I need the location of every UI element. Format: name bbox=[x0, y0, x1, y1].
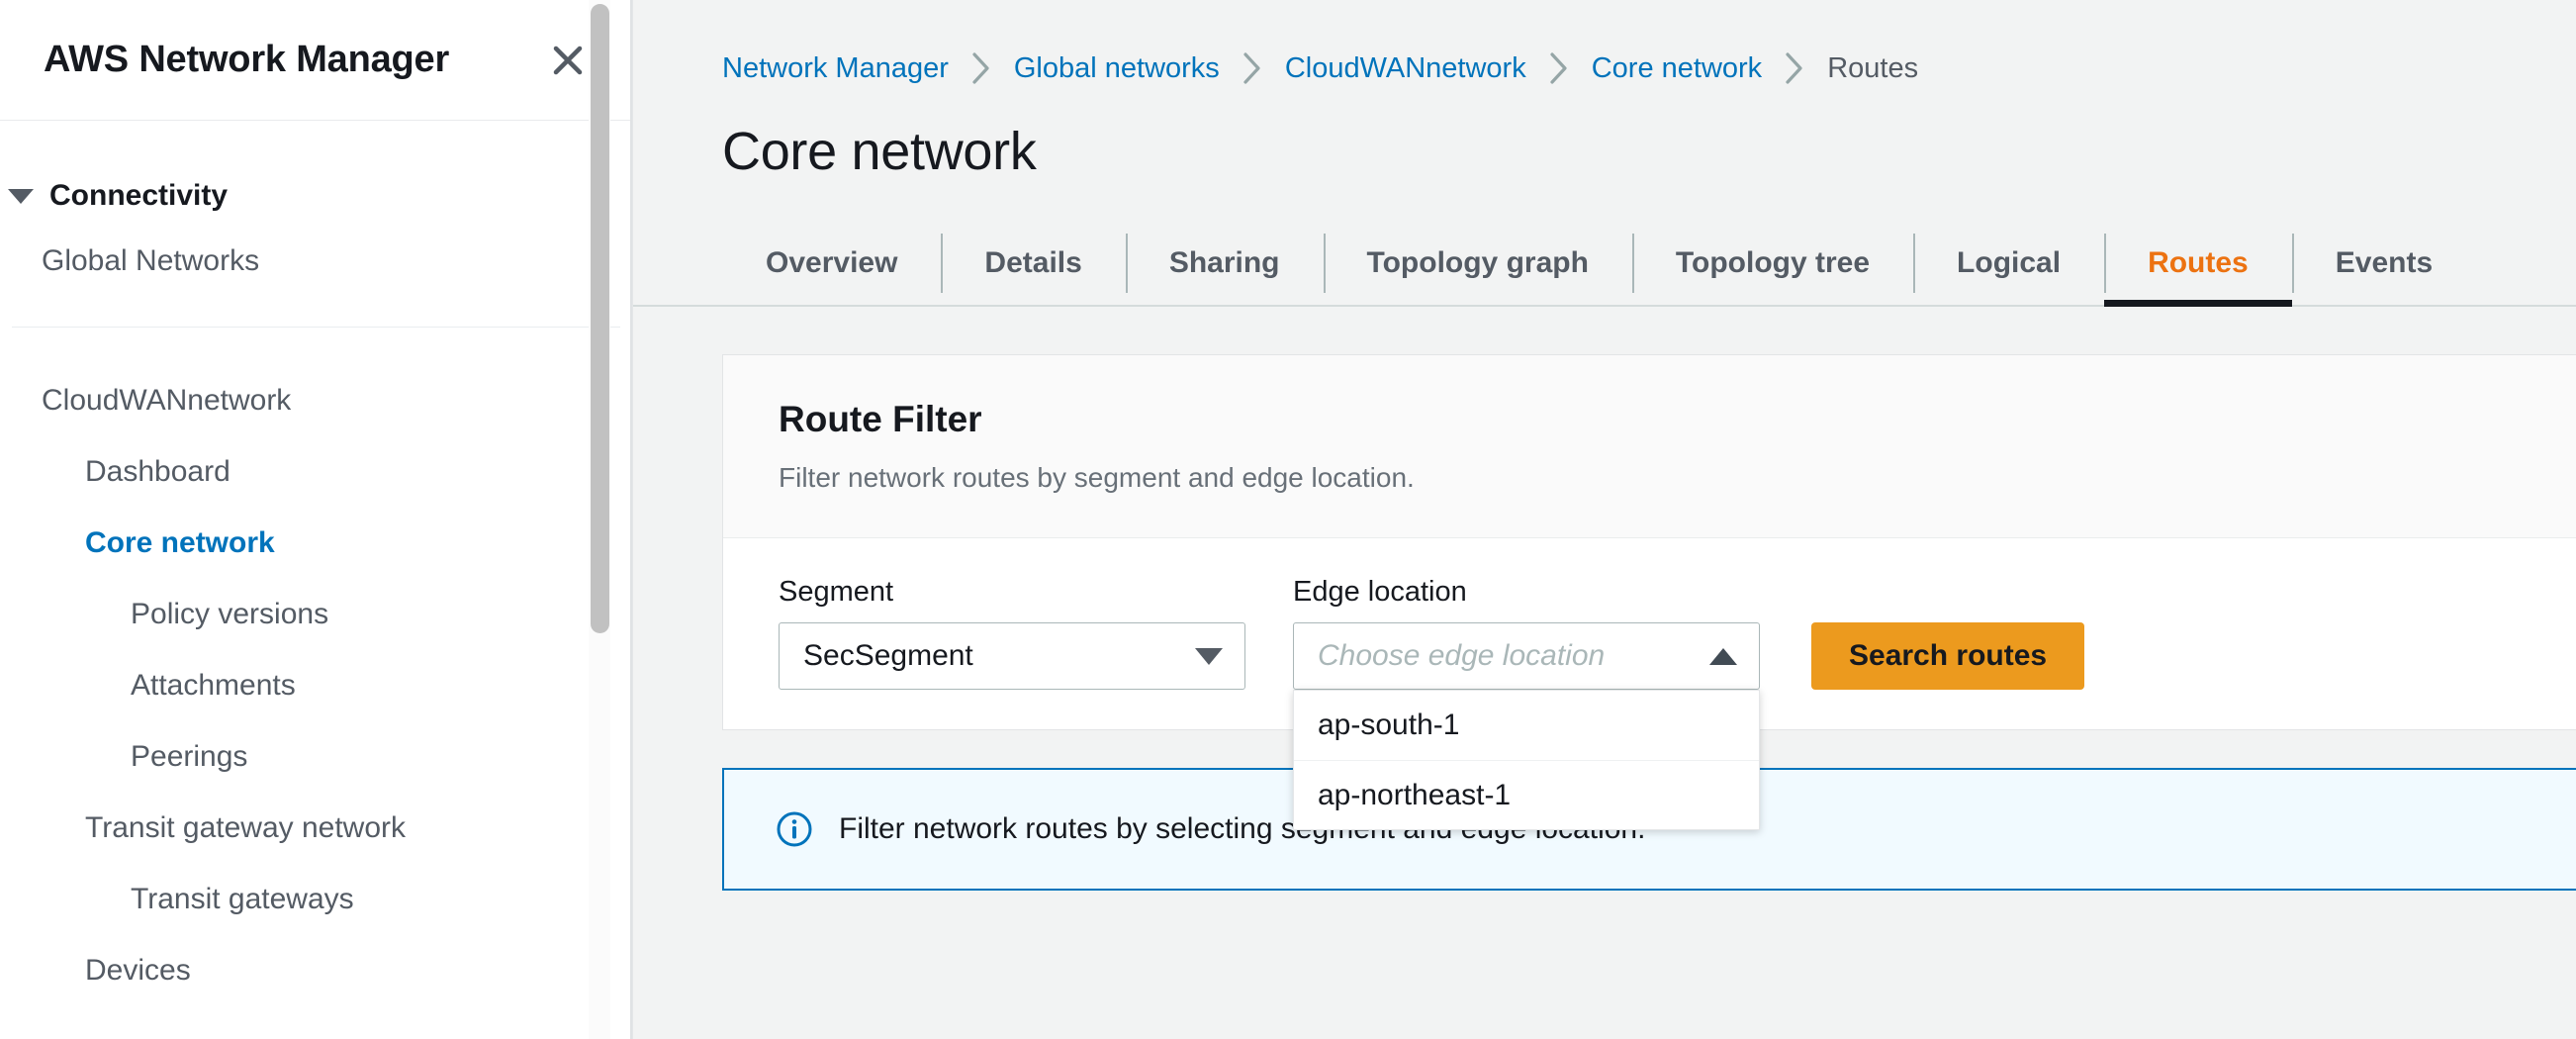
breadcrumb-item-core-network[interactable]: Core network bbox=[1591, 51, 1763, 84]
route-filter-heading: Route Filter bbox=[779, 399, 982, 439]
sidebar-edge-divider bbox=[630, 0, 632, 1039]
sidebar-item-global-networks[interactable]: Global Networks bbox=[42, 244, 260, 277]
sidebar-scrollbar-thumb[interactable] bbox=[591, 4, 609, 633]
sidebar-item-transit-gateway-network[interactable]: Transit gateway network bbox=[85, 811, 407, 844]
route-filter-description: Filter network routes by segment and edg… bbox=[779, 462, 1415, 493]
sidebar-item-policy-versions[interactable]: Policy versions bbox=[131, 598, 329, 630]
segment-label: Segment bbox=[779, 576, 894, 608]
sidebar-item-peerings[interactable]: Peerings bbox=[131, 740, 248, 773]
sidebar-item-transit-gateways[interactable]: Transit gateways bbox=[131, 883, 354, 915]
segment-field: Segment SecSegment bbox=[779, 576, 1245, 690]
breadcrumb-separator-icon bbox=[1548, 51, 1570, 85]
sidebar-section-label: Connectivity bbox=[49, 179, 229, 212]
sidebar-title: AWS Network Manager bbox=[44, 39, 450, 80]
edge-location-option-ap-south-1[interactable]: ap-south-1 bbox=[1318, 708, 1460, 741]
route-filter-card: Route Filter Filter network routes by se… bbox=[722, 354, 2576, 830]
close-icon[interactable] bbox=[545, 38, 591, 83]
sidebar-item-dashboard[interactable]: Dashboard bbox=[85, 455, 230, 488]
edge-location-label: Edge location bbox=[1293, 576, 1467, 608]
tab-events[interactable]: Events bbox=[2291, 222, 2476, 305]
tab-logical[interactable]: Logical bbox=[1913, 222, 2104, 305]
edge-location-placeholder: Choose edge location bbox=[1318, 639, 1606, 672]
tab-topology-tree[interactable]: Topology tree bbox=[1631, 222, 1913, 305]
breadcrumb-item-global-networks[interactable]: Global networks bbox=[1013, 51, 1220, 84]
breadcrumb-separator-icon bbox=[1242, 51, 1263, 85]
tab-details[interactable]: Details bbox=[941, 222, 1125, 305]
breadcrumb: Network Manager Global networks CloudWANne… bbox=[633, 0, 2576, 85]
main-content: Network Manager Global networks CloudWANne… bbox=[633, 0, 2576, 1039]
breadcrumb-separator-icon bbox=[970, 51, 992, 85]
page-title: Core network bbox=[722, 122, 1037, 181]
breadcrumb-item-network-manager[interactable]: Network Manager bbox=[722, 51, 949, 84]
sidebar: AWS Network Manager Connectivity Global … bbox=[0, 0, 633, 1039]
chevron-down-icon bbox=[1195, 647, 1223, 665]
breadcrumb-item-routes: Routes bbox=[1827, 51, 1919, 84]
edge-location-field: Edge location Choose edge location ap-so… bbox=[1293, 576, 1760, 830]
tab-topology-graph[interactable]: Topology graph bbox=[1323, 222, 1632, 305]
segment-select[interactable]: SecSegment bbox=[779, 622, 1245, 690]
breadcrumb-separator-icon bbox=[1784, 51, 1805, 85]
tab-overview[interactable]: Overview bbox=[766, 246, 898, 279]
sidebar-header: AWS Network Manager bbox=[0, 0, 632, 121]
sidebar-divider bbox=[12, 327, 620, 328]
route-filter-body: Segment SecSegment Edge location Choose … bbox=[723, 538, 2576, 830]
tab-routes[interactable]: Routes bbox=[2104, 222, 2292, 307]
sidebar-item-core-network[interactable]: Core network bbox=[85, 526, 275, 559]
chevron-up-icon bbox=[1709, 647, 1737, 665]
sidebar-item-cloudwannetwork[interactable]: CloudWANnetwork bbox=[42, 384, 292, 417]
caret-down-icon bbox=[8, 188, 34, 204]
tab-sharing[interactable]: Sharing bbox=[1125, 222, 1324, 305]
sidebar-item-attachments[interactable]: Attachments bbox=[131, 669, 296, 702]
edge-location-option-ap-northeast-1[interactable]: ap-northeast-1 bbox=[1294, 760, 1759, 829]
breadcrumb-item-cloudwannetwork[interactable]: CloudWANnetwork bbox=[1284, 51, 1526, 84]
edge-location-select[interactable]: Choose edge location bbox=[1293, 622, 1760, 690]
sidebar-item-devices[interactable]: Devices bbox=[85, 954, 191, 987]
sidebar-section-connectivity[interactable]: Connectivity bbox=[0, 166, 632, 226]
route-filter-header: Route Filter Filter network routes by se… bbox=[723, 355, 2576, 538]
edge-location-dropdown: ap-south-1 ap-northeast-1 bbox=[1293, 690, 1760, 830]
search-routes-button[interactable]: Search routes bbox=[1811, 622, 2085, 690]
segment-selected-value: SecSegment bbox=[803, 639, 973, 672]
info-icon bbox=[777, 811, 812, 847]
